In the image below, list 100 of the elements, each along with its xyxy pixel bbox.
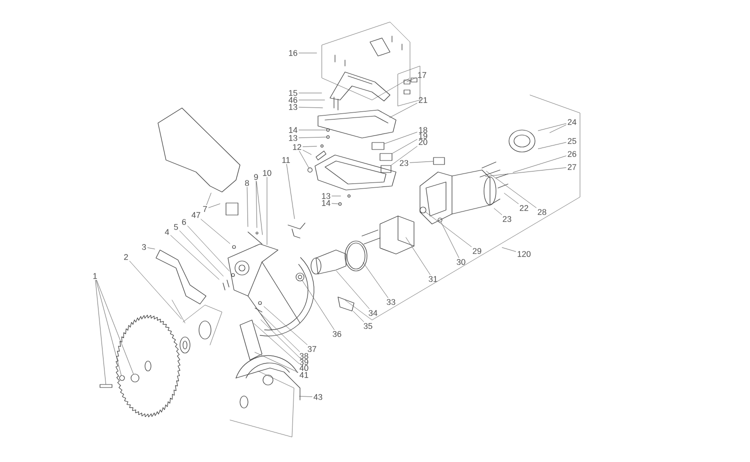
callout-number: 28 (538, 209, 546, 215)
leader-line (502, 247, 516, 252)
leader-line (179, 230, 224, 276)
block-part (372, 142, 384, 150)
leader-line (298, 106, 323, 108)
callout-number: 24 (568, 119, 576, 125)
callout-number: 16 (289, 50, 298, 56)
block-part (100, 384, 112, 388)
callout-number: 19 (419, 133, 428, 139)
block-part (380, 165, 392, 173)
callout-number: 29 (472, 248, 482, 254)
leader-line (302, 150, 312, 155)
leader-line (187, 226, 230, 272)
leader-line (332, 203, 339, 204)
round-part (326, 135, 330, 139)
leader-line (538, 142, 566, 150)
leader-line (96, 280, 134, 374)
leader-line (302, 146, 317, 147)
leader-line (298, 136, 327, 138)
leader-line (406, 77, 416, 82)
callout-number: 39 (300, 359, 308, 365)
callout-number: 15 (289, 90, 298, 96)
leader-line (96, 280, 122, 376)
callout-number: 5 (174, 224, 178, 230)
callout-number: 4 (164, 229, 170, 235)
callout-number: 46 (288, 97, 298, 103)
callout-number: 14 (289, 127, 298, 133)
round-part (119, 375, 125, 381)
leader-line (147, 247, 155, 250)
leader-line (298, 92, 322, 94)
callout-number: 9 (254, 174, 258, 180)
leader-line (390, 102, 418, 118)
leader-line (302, 280, 334, 330)
leader-line (353, 311, 364, 322)
callout-number: 36 (332, 331, 342, 337)
callout-number: 1 (93, 273, 97, 279)
leader-line (256, 181, 263, 235)
leader-line (260, 320, 300, 358)
callout-number: 34 (368, 310, 378, 316)
part-drawing (288, 222, 306, 238)
callout-number: 11 (282, 157, 290, 163)
leader-line (384, 132, 418, 144)
callout-number: 26 (568, 151, 576, 157)
leader-line (410, 161, 434, 163)
callout-number: 8 (245, 180, 249, 186)
block-part (433, 157, 445, 165)
callout-number: 38 (300, 353, 308, 359)
leader-line (504, 192, 519, 204)
block-part (380, 153, 392, 161)
callout-number: 2 (124, 254, 128, 260)
leader-line (494, 208, 502, 215)
leader-line (512, 156, 566, 173)
leader-line (392, 139, 418, 154)
round-part (438, 218, 442, 222)
leader-line (266, 177, 268, 245)
callout-number: 6 (182, 219, 186, 225)
callout-number: 120 (518, 251, 531, 257)
leader-line (390, 146, 418, 166)
callout-number: 40 (300, 365, 308, 371)
leader-line (170, 235, 220, 280)
leader-line (486, 170, 536, 208)
callout-number: 18 (419, 127, 428, 133)
leader-line (362, 262, 388, 298)
leader-line (95, 280, 106, 384)
leader-line (538, 123, 566, 131)
callout-number: 23 (400, 160, 408, 166)
callout-number: 30 (456, 259, 466, 265)
round-part (130, 374, 140, 382)
leader-line (254, 323, 300, 364)
callout-number: 43 (314, 394, 322, 400)
callout-number: 3 (142, 244, 146, 250)
leader-line (246, 187, 248, 227)
leader-line (206, 192, 212, 206)
callout-number: 13 (289, 104, 298, 110)
callout-number: 27 (568, 164, 576, 170)
callout-number: 47 (192, 212, 200, 218)
round-part (338, 202, 342, 206)
callout-number: 31 (428, 276, 438, 282)
leader-line (200, 218, 230, 244)
leader-line (254, 352, 298, 372)
round-part (308, 168, 312, 173)
callout-number: 33 (386, 299, 396, 305)
leader-line (425, 212, 472, 247)
callout-number: 20 (418, 139, 428, 145)
round-part (326, 128, 330, 132)
callout-number: 21 (418, 97, 428, 103)
leader-line (208, 204, 220, 208)
leader-line (485, 167, 566, 177)
callout-number: 13 (322, 193, 330, 199)
callout-number: 22 (520, 205, 528, 211)
callout-number: 14 (322, 200, 330, 206)
round-part (296, 272, 304, 282)
callout-number: 12 (293, 144, 302, 150)
leader-line (286, 164, 295, 219)
callout-number: 23 (502, 216, 512, 222)
leader-line (256, 181, 258, 228)
callout-number: 17 (418, 72, 426, 78)
leader-line (299, 151, 309, 168)
part-drawing (338, 296, 354, 312)
leader-line (264, 306, 308, 345)
